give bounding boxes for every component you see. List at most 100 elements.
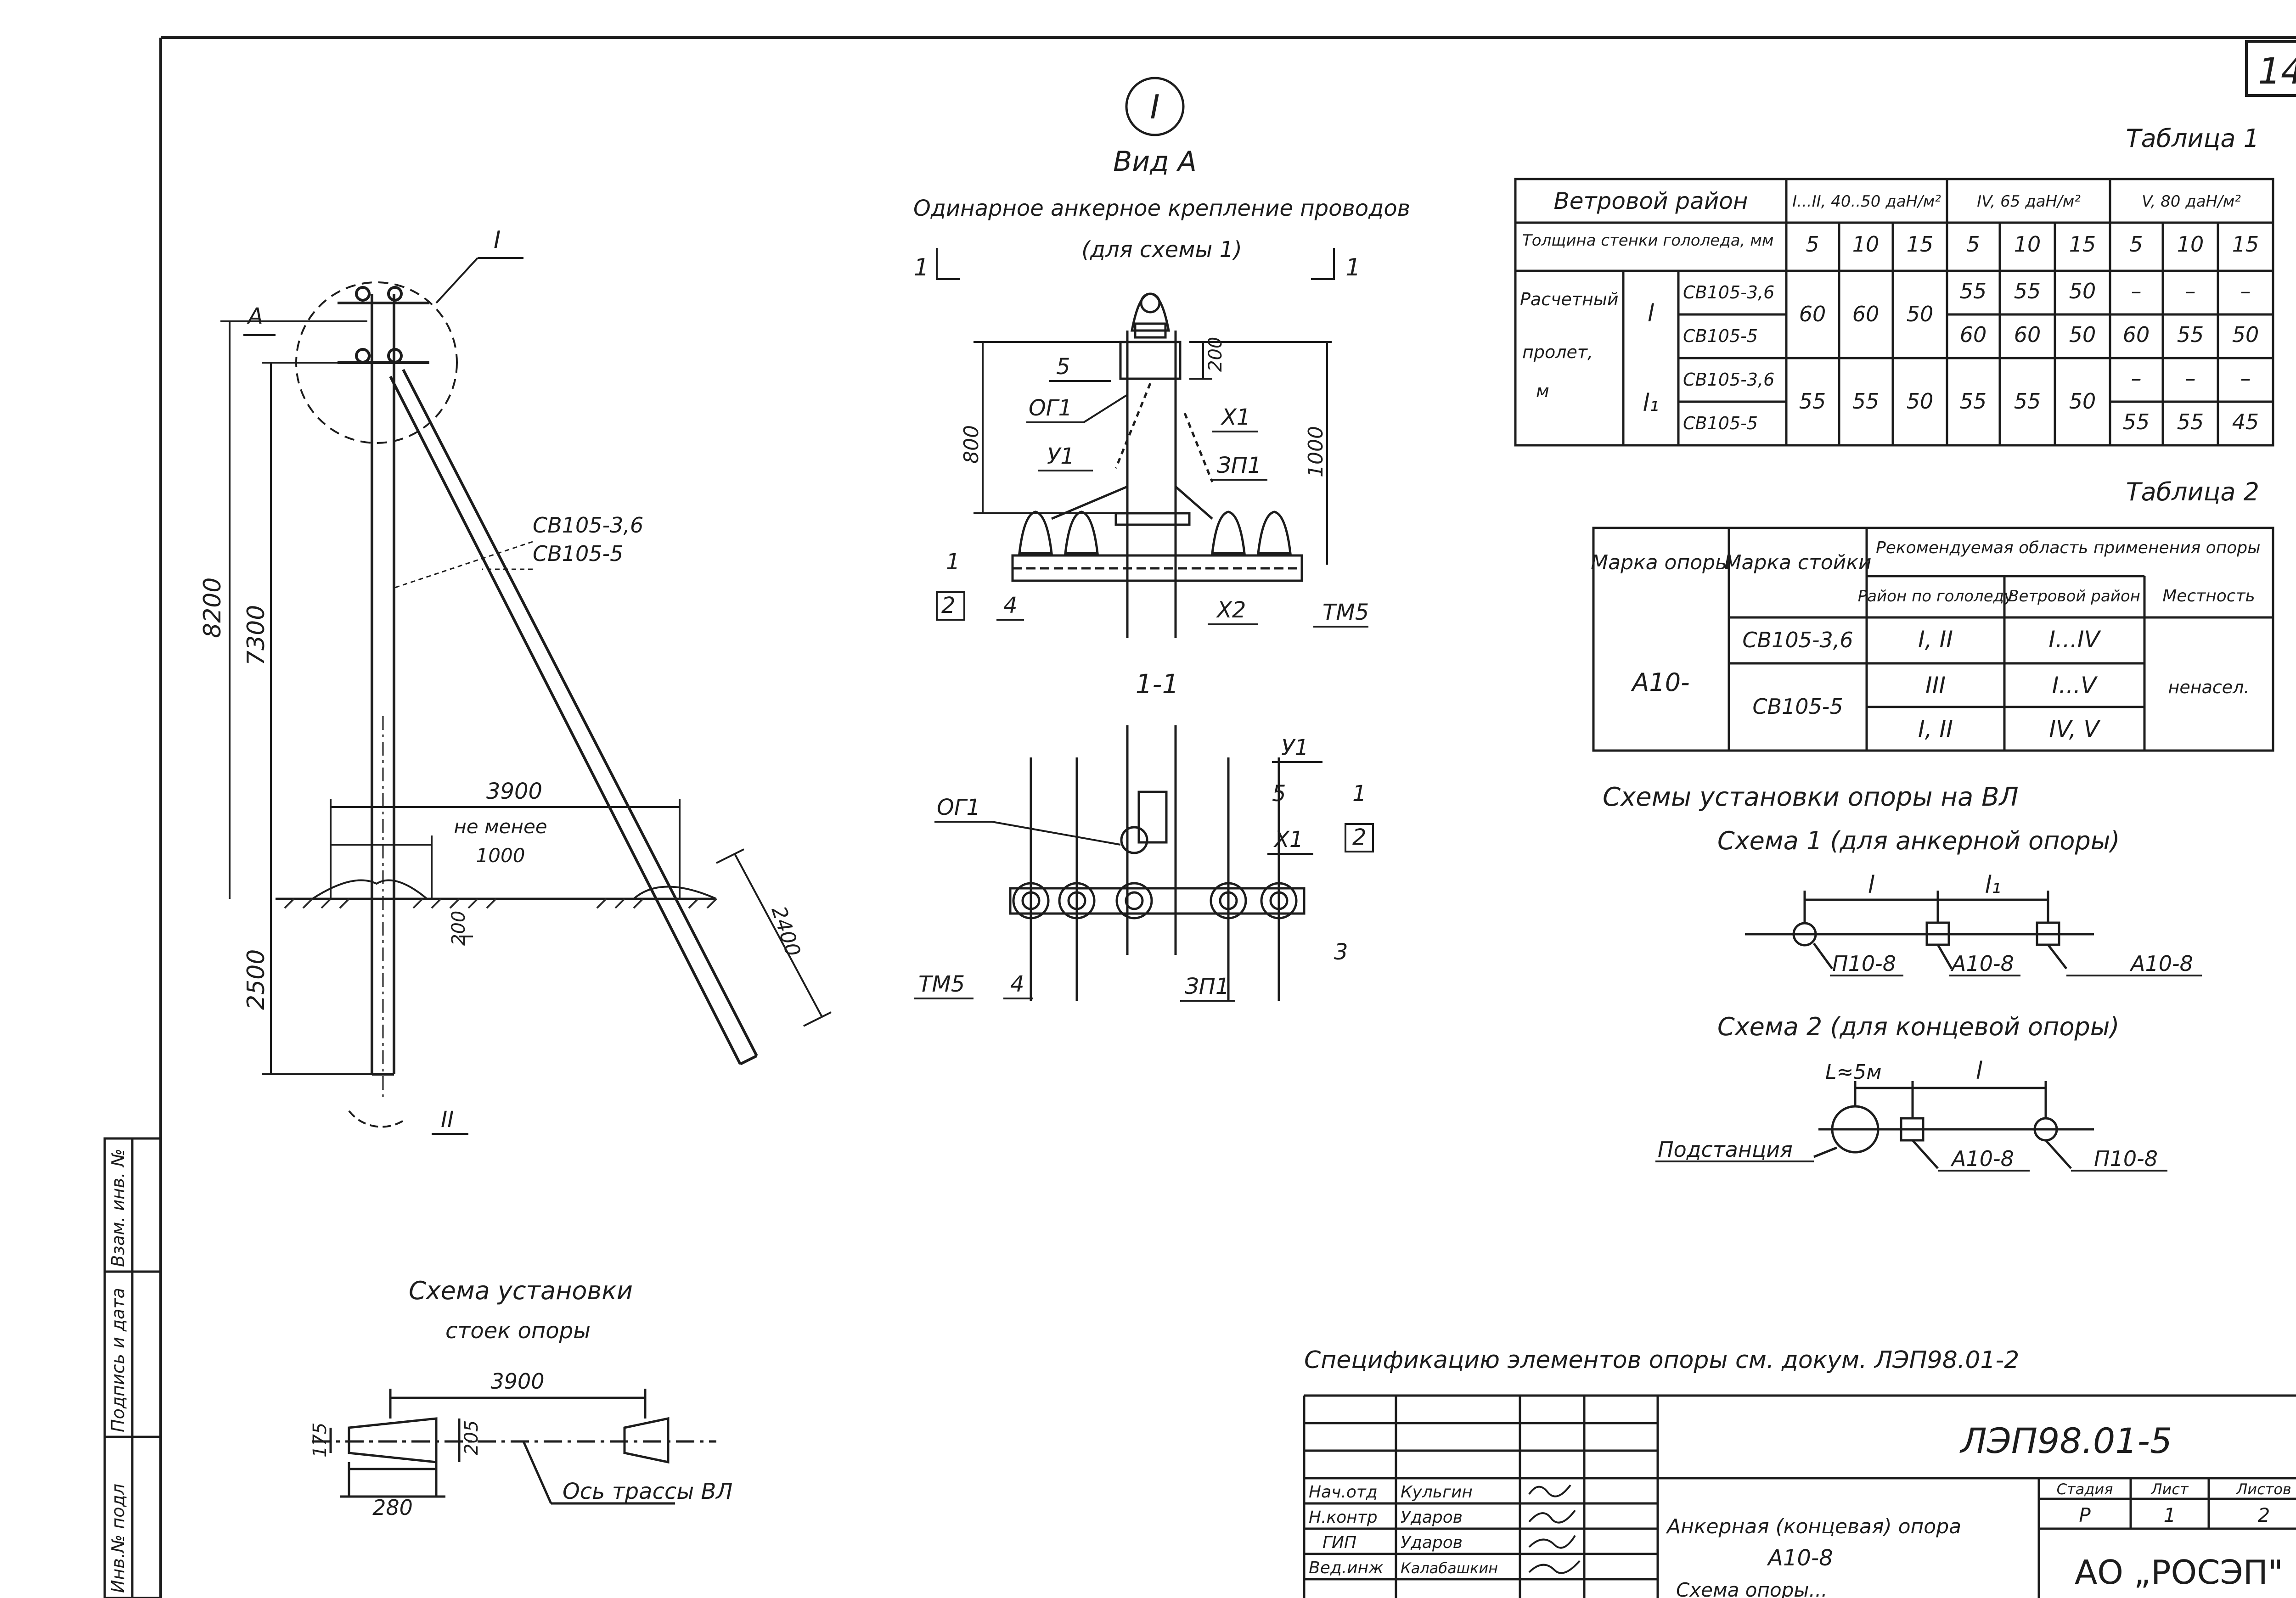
svg-text:1: 1 (1352, 781, 1367, 807)
svg-text:м: м (1536, 381, 1549, 401)
svg-text:1: 1 (946, 549, 960, 575)
svg-text:Нач.отд: Нач.отд (1309, 1483, 1378, 1502)
doc-code: ЛЭП98.01-5 (1959, 1420, 2172, 1461)
table1-text: Ветровой район I...II, 40..50 даН/м² IV,… (1520, 188, 2259, 434)
doc-title-1: Анкерная (концевая) опора (1666, 1515, 1961, 1538)
scheme1-a2: А10-8 (2129, 951, 2193, 976)
posts-scheme-drawing (312, 1389, 716, 1505)
svg-text:55: 55 (1852, 389, 1880, 414)
svg-text:4: 4 (1010, 971, 1024, 997)
svg-text:Х1: Х1 (1220, 404, 1250, 430)
schemes-title: Схемы установки опоры на ВЛ (1603, 782, 2019, 812)
svg-text:55: 55 (1960, 279, 1987, 303)
svg-text:60: 60 (1852, 302, 1880, 326)
svg-text:55: 55 (1799, 389, 1826, 414)
sheets-value: 2 (2258, 1504, 2270, 1526)
ground-hatch (284, 898, 717, 909)
svg-text:60: 60 (2014, 322, 2041, 347)
section-mark-right: 1 (1345, 254, 1361, 281)
sheets-label: Листов (2236, 1480, 2291, 1498)
scheme2-a: А10-8 (1950, 1146, 2014, 1171)
svg-text:55: 55 (2014, 389, 2041, 414)
svg-text:Ударов: Ударов (1401, 1533, 1463, 1552)
doc-title-3: Схема опоры... (1676, 1579, 1828, 1598)
dim-2500: 2500 (242, 949, 270, 1010)
svg-text:–: – (2240, 366, 2251, 391)
svg-text:ГИП: ГИП (1322, 1533, 1356, 1552)
svg-text:45: 45 (2232, 409, 2259, 434)
scheme2-substation: Подстанция (1658, 1137, 1793, 1162)
svg-text:l₁: l₁ (1643, 389, 1659, 417)
scheme1-l: l (1868, 871, 1875, 899)
svg-text:60: 60 (1799, 302, 1826, 326)
signatures (1528, 1484, 1581, 1574)
scheme2-l: l (1976, 1057, 1983, 1085)
scheme2-title: Схема 2 (для концевой опоры) (1717, 1012, 2119, 1041)
dim-not-less: не менее (454, 815, 547, 838)
svg-text:IV, 65 даН/м²: IV, 65 даН/м² (1977, 192, 2081, 211)
svg-text:I...II, 40..50 даН/м²: I...II, 40..50 даН/м² (1792, 192, 1941, 211)
svg-text:Кульгин: Кульгин (1401, 1483, 1473, 1502)
scheme1-l1: l₁ (1985, 871, 2001, 899)
posts-scheme-title-2: стоек опоры (445, 1318, 591, 1344)
scheme1-drawing (1745, 891, 2094, 970)
svg-text:5: 5 (1272, 781, 1286, 807)
svg-text:2: 2 (1352, 824, 1367, 850)
svg-text:СВ105-3,6: СВ105-3,6 (1742, 628, 1853, 652)
svg-text:Марка опоры: Марка опоры (1591, 551, 1731, 574)
svg-text:I...IV: I...IV (2048, 626, 2101, 653)
view-title: Вид А (1113, 146, 1197, 178)
title-block-roles: Нач.отд Н.контр ГИП Вед.инж Кульгин Удар… (1309, 1483, 1498, 1577)
posts-dim-175: 175 (310, 1423, 331, 1458)
svg-text:ОГ1: ОГ1 (937, 795, 980, 820)
svg-text:У1: У1 (1047, 443, 1075, 469)
table2-caption: Таблица 2 (2126, 477, 2259, 506)
svg-text:5: 5 (1966, 232, 1980, 257)
posts-dim-205: 205 (461, 1420, 482, 1455)
posts-dim-280: 280 (372, 1495, 413, 1520)
svg-text:15: 15 (1907, 232, 1934, 257)
svg-text:Марка стойки: Марка стойки (1724, 551, 1872, 574)
posts-axis-label: Ось трассы ВЛ (563, 1479, 733, 1504)
dim-1000: 1000 (476, 844, 525, 867)
svg-text:Калабашкин: Калабашкин (1401, 1559, 1498, 1577)
view-a-dimensions (974, 341, 1332, 565)
svg-text:50: 50 (2069, 279, 2096, 303)
svg-text:15: 15 (2232, 232, 2259, 257)
leader-II: II (441, 1107, 454, 1133)
svg-text:Рекомендуемая область применен: Рекомендуемая область применения опоры (1876, 538, 2261, 557)
svg-text:Вед.инж: Вед.инж (1309, 1559, 1384, 1577)
svg-text:Район по гололеду: Район по гололеду (1858, 587, 2014, 606)
svg-text:4: 4 (1003, 593, 1018, 618)
table1-grid (1514, 178, 2274, 447)
leader-A: А (247, 303, 263, 329)
svg-text:I, II: I, II (1918, 716, 1953, 742)
post-leaders (394, 541, 533, 589)
svg-text:III: III (1925, 672, 1946, 699)
svg-text:55: 55 (1960, 389, 1987, 414)
scheme1-a1: А10-8 (1950, 951, 2014, 976)
svg-text:50: 50 (1907, 389, 1934, 414)
svg-text:10: 10 (2014, 232, 2041, 257)
svg-text:пролет,: пролет, (1522, 342, 1593, 362)
sheet-label: Лист (2150, 1480, 2189, 1498)
svg-text:50: 50 (2069, 322, 2096, 347)
svg-text:СВ105-5: СВ105-5 (1683, 413, 1758, 433)
svg-text:Х2: Х2 (1216, 597, 1246, 623)
dim-200: 200 (448, 911, 469, 946)
svg-text:15: 15 (2069, 232, 2096, 257)
scheme2-drawing (1813, 1081, 2094, 1169)
svg-text:Ветровой район: Ветровой район (2008, 587, 2140, 606)
margin-inv-original: Инв.№ подл (108, 1484, 128, 1593)
svg-text:5: 5 (2129, 232, 2143, 257)
svg-text:Х1: Х1 (1273, 827, 1303, 852)
svg-text:Расчетный: Расчетный (1520, 289, 1619, 309)
svg-text:l: l (1648, 300, 1654, 327)
svg-text:10: 10 (2177, 232, 2204, 257)
view-dim-800: 800 (960, 425, 983, 464)
svg-text:–: – (2131, 279, 2142, 303)
svg-text:Ветровой район: Ветровой район (1553, 188, 1748, 214)
svg-text:–: – (2131, 366, 2142, 391)
section-drawing (1009, 725, 1306, 1001)
